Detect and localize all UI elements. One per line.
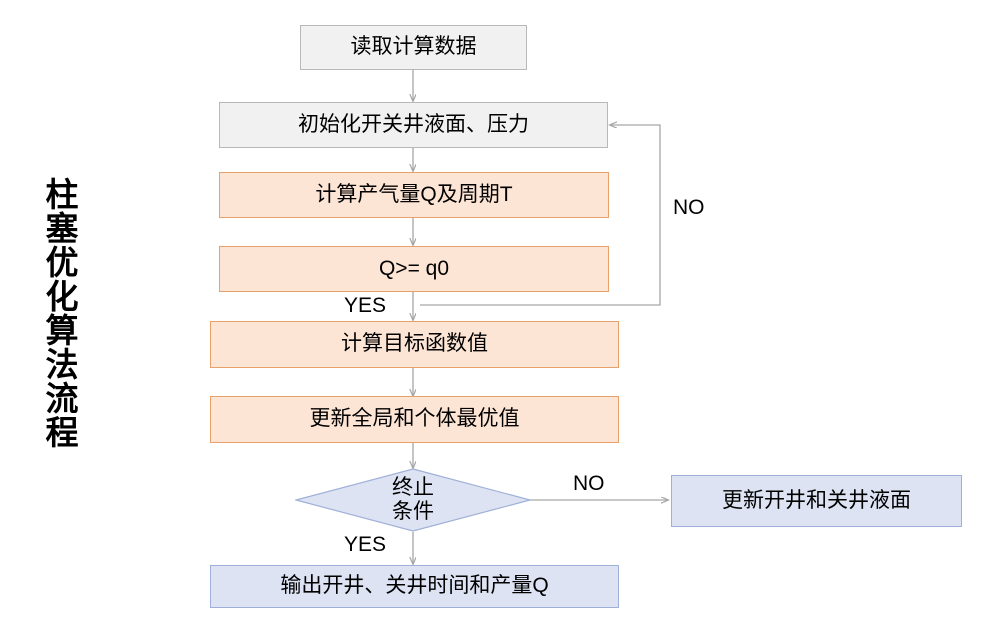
- node-output-result[interactable]: 输出开井、关井时间和产量Q: [210, 565, 619, 608]
- node-read-data[interactable]: 读取计算数据: [300, 25, 527, 70]
- node-update-surface[interactable]: 更新开井和关井液面: [671, 475, 962, 527]
- diamond-shape: [295, 468, 531, 532]
- edge-label-stop-no: NO: [573, 472, 605, 495]
- node-calc-objective[interactable]: 计算目标函数值: [210, 321, 619, 368]
- node-init-levels[interactable]: 初始化开关井液面、压力: [219, 102, 608, 148]
- edge-label-stop-yes: YES: [344, 533, 387, 556]
- diagram-vertical-title: 柱塞优化算法流程: [41, 177, 78, 449]
- node-stop-condition-label: 终止 条件: [392, 476, 434, 523]
- node-check-q[interactable]: Q>= q0: [219, 246, 609, 292]
- edge-label-loop-no: NO: [673, 196, 705, 219]
- node-stop-condition[interactable]: 终止 条件: [295, 468, 531, 532]
- edge-label-check-yes: YES: [344, 294, 387, 317]
- node-update-best[interactable]: 更新全局和个体最优值: [210, 396, 619, 443]
- node-calc-q-t[interactable]: 计算产气量Q及周期T: [219, 172, 609, 218]
